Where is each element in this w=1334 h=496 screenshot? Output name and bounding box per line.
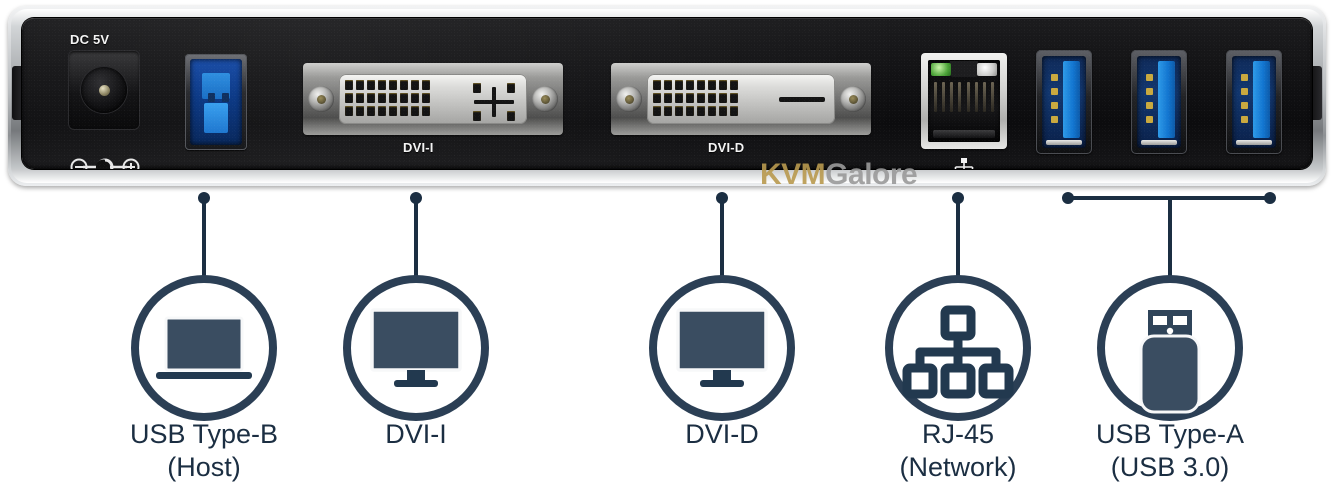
usb-type-a-cavity — [1137, 56, 1181, 148]
callout-title-dvi-i: DVI-I — [385, 419, 447, 449]
rj45-activity-led — [977, 63, 997, 76]
callout-subtitle-rj-45: (Network) — [899, 452, 1017, 482]
callout-title-usb-type-b: USB Type-B — [129, 419, 279, 449]
usb-type-b-contact — [222, 93, 229, 102]
dc-jack-center-pin — [99, 85, 110, 96]
dvi-d-port — [611, 63, 871, 135]
dvi-d-silkscreen-label: DVI-D — [708, 140, 745, 155]
callout-subtitle-usb-type-b: (Host) — [167, 452, 241, 482]
usb-type-a-tongue — [1063, 61, 1080, 138]
callout-title-dvi-d: DVI-D — [685, 419, 759, 449]
usb-type-b-lower-tongue — [204, 103, 228, 133]
dvi-d-connector-body — [647, 74, 835, 124]
dvi-i-port — [303, 63, 563, 135]
rj45-contact-pins — [934, 82, 994, 112]
usb-type-a-port-1 — [1036, 50, 1092, 154]
dvi-i-pin-grid — [345, 80, 430, 116]
dc-power-jack — [68, 50, 140, 130]
rj45-floor — [933, 130, 995, 138]
callout-label-list: USB Type-B (Host) DVI-I DVI-D RJ-45 (Net… — [0, 418, 1334, 496]
callout-label-usb-type-a: USB Type-A (USB 3.0) — [1096, 418, 1244, 484]
callout-label-rj-45: RJ-45 (Network) — [899, 418, 1016, 484]
usb-type-a-floor — [1141, 140, 1177, 145]
usb-type-a-floor — [1236, 140, 1272, 145]
usb-type-a-tongue — [1253, 61, 1270, 138]
network-silkscreen-icon — [952, 158, 976, 169]
dvi-i-silkscreen-label: DVI-I — [403, 140, 434, 155]
rj45-link-led — [931, 63, 951, 76]
callout-group-rj-45 — [885, 192, 1031, 421]
callout-graphics — [131, 192, 1276, 421]
rj45-port — [921, 53, 1007, 149]
rj45-cavity — [928, 60, 1000, 142]
docking-station-device: DC 5V — [8, 6, 1326, 186]
dc-power-silkscreen-label: DC 5V — [70, 32, 110, 47]
callout-group-usb-type-b — [131, 192, 277, 421]
dc-jack-barrel — [81, 67, 127, 113]
callout-title-rj-45: RJ-45 — [921, 419, 995, 449]
callout-title-usb-type-a: USB Type-A — [1095, 419, 1245, 449]
callout-group-usb-type-a — [1062, 192, 1276, 421]
callout-label-dvi-i: DVI-I — [385, 418, 447, 451]
usb-type-a-port-2 — [1131, 50, 1187, 154]
usb-type-a-tongue — [1158, 61, 1175, 138]
usb-type-a-cavity — [1042, 56, 1086, 148]
usb-type-b-port — [185, 54, 247, 150]
usb-type-a-cavity — [1232, 56, 1276, 148]
callout-label-dvi-d: DVI-D — [685, 418, 759, 451]
usb-type-a-port-3 — [1226, 50, 1282, 154]
usb-type-b-cavity — [190, 59, 242, 145]
usb-type-a-floor — [1046, 140, 1082, 145]
callout-subtitle-usb-type-a: (USB 3.0) — [1110, 452, 1230, 482]
dvi-d-thumbscrew-left — [616, 86, 642, 112]
dvi-i-connector-body — [339, 74, 527, 124]
callout-group-dvi-d — [649, 192, 795, 421]
device-side-tab-left — [12, 66, 24, 120]
dvi-d-flat-blade-slot — [779, 96, 825, 102]
device-faceplate: DC 5V — [22, 18, 1312, 169]
device-side-tab-right — [1310, 66, 1322, 120]
dvi-i-analog-cross — [473, 83, 515, 121]
callout-label-usb-type-b: USB Type-B (Host) — [130, 418, 278, 484]
dvi-d-pin-grid — [653, 80, 738, 116]
dvi-d-thumbscrew-right — [840, 86, 866, 112]
rj45-key-slot — [950, 61, 978, 77]
dvi-i-thumbscrew-left — [308, 86, 334, 112]
dvi-i-thumbscrew-right — [532, 86, 558, 112]
usb-type-b-contact — [208, 93, 215, 102]
callout-group-dvi-i — [343, 192, 489, 421]
polarity-icon — [70, 158, 140, 169]
